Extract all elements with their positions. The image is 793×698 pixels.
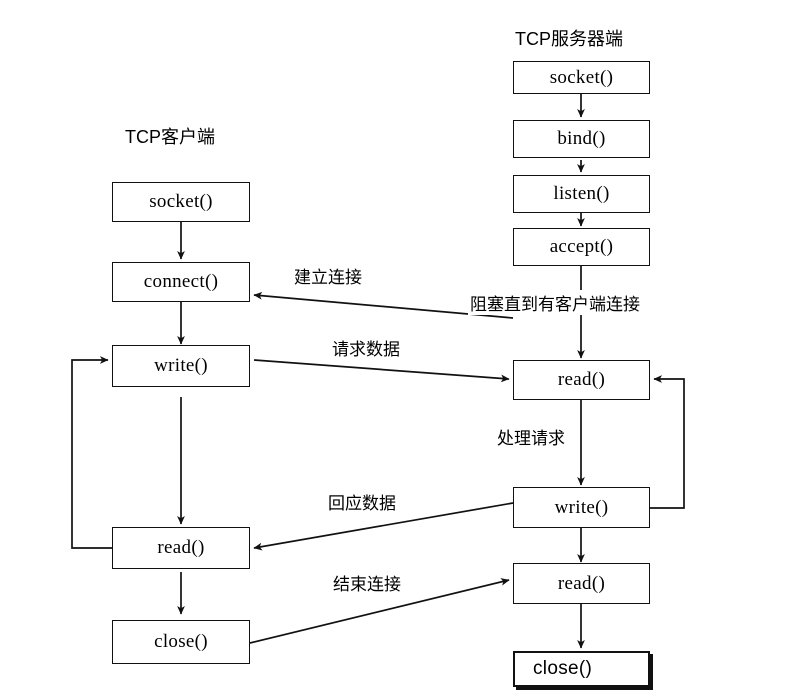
client-column-title: TCP客户端 (125, 127, 215, 147)
node-server-socket[interactable]: socket() (513, 61, 650, 94)
node-server-accept[interactable]: accept() (513, 228, 650, 266)
node-client-read[interactable]: read() (112, 527, 250, 569)
node-client-write[interactable]: write() (112, 345, 250, 387)
node-server-close[interactable]: close() (513, 651, 650, 687)
label-establish-connection: 建立连接 (292, 263, 364, 288)
node-server-read-1[interactable]: read() (513, 360, 650, 400)
label-block-until-client: 阻塞直到有客户端连接 (468, 290, 642, 315)
edge-server-loop-write-to-read (650, 375, 685, 509)
label-terminate-connection: 结束连接 (331, 570, 403, 595)
node-server-listen[interactable]: listen() (513, 175, 650, 213)
edge-request-data (253, 359, 510, 383)
server-column-title: TCP服务器端 (515, 29, 623, 49)
node-server-write[interactable]: write() (513, 487, 650, 528)
node-server-bind[interactable]: bind() (513, 120, 650, 158)
edge-client-loop-read-to-write (71, 356, 112, 549)
node-client-socket[interactable]: socket() (112, 182, 250, 222)
edge-terminate-connection (249, 578, 510, 644)
node-server-read-2[interactable]: read() (513, 563, 650, 604)
node-client-close[interactable]: close() (112, 620, 250, 664)
edge-response-data (253, 502, 514, 551)
label-request-data: 请求数据 (330, 335, 402, 360)
node-client-connect[interactable]: connect() (112, 262, 250, 302)
label-process-request: 处理请求 (495, 424, 567, 449)
label-response-data: 回应数据 (326, 489, 398, 514)
